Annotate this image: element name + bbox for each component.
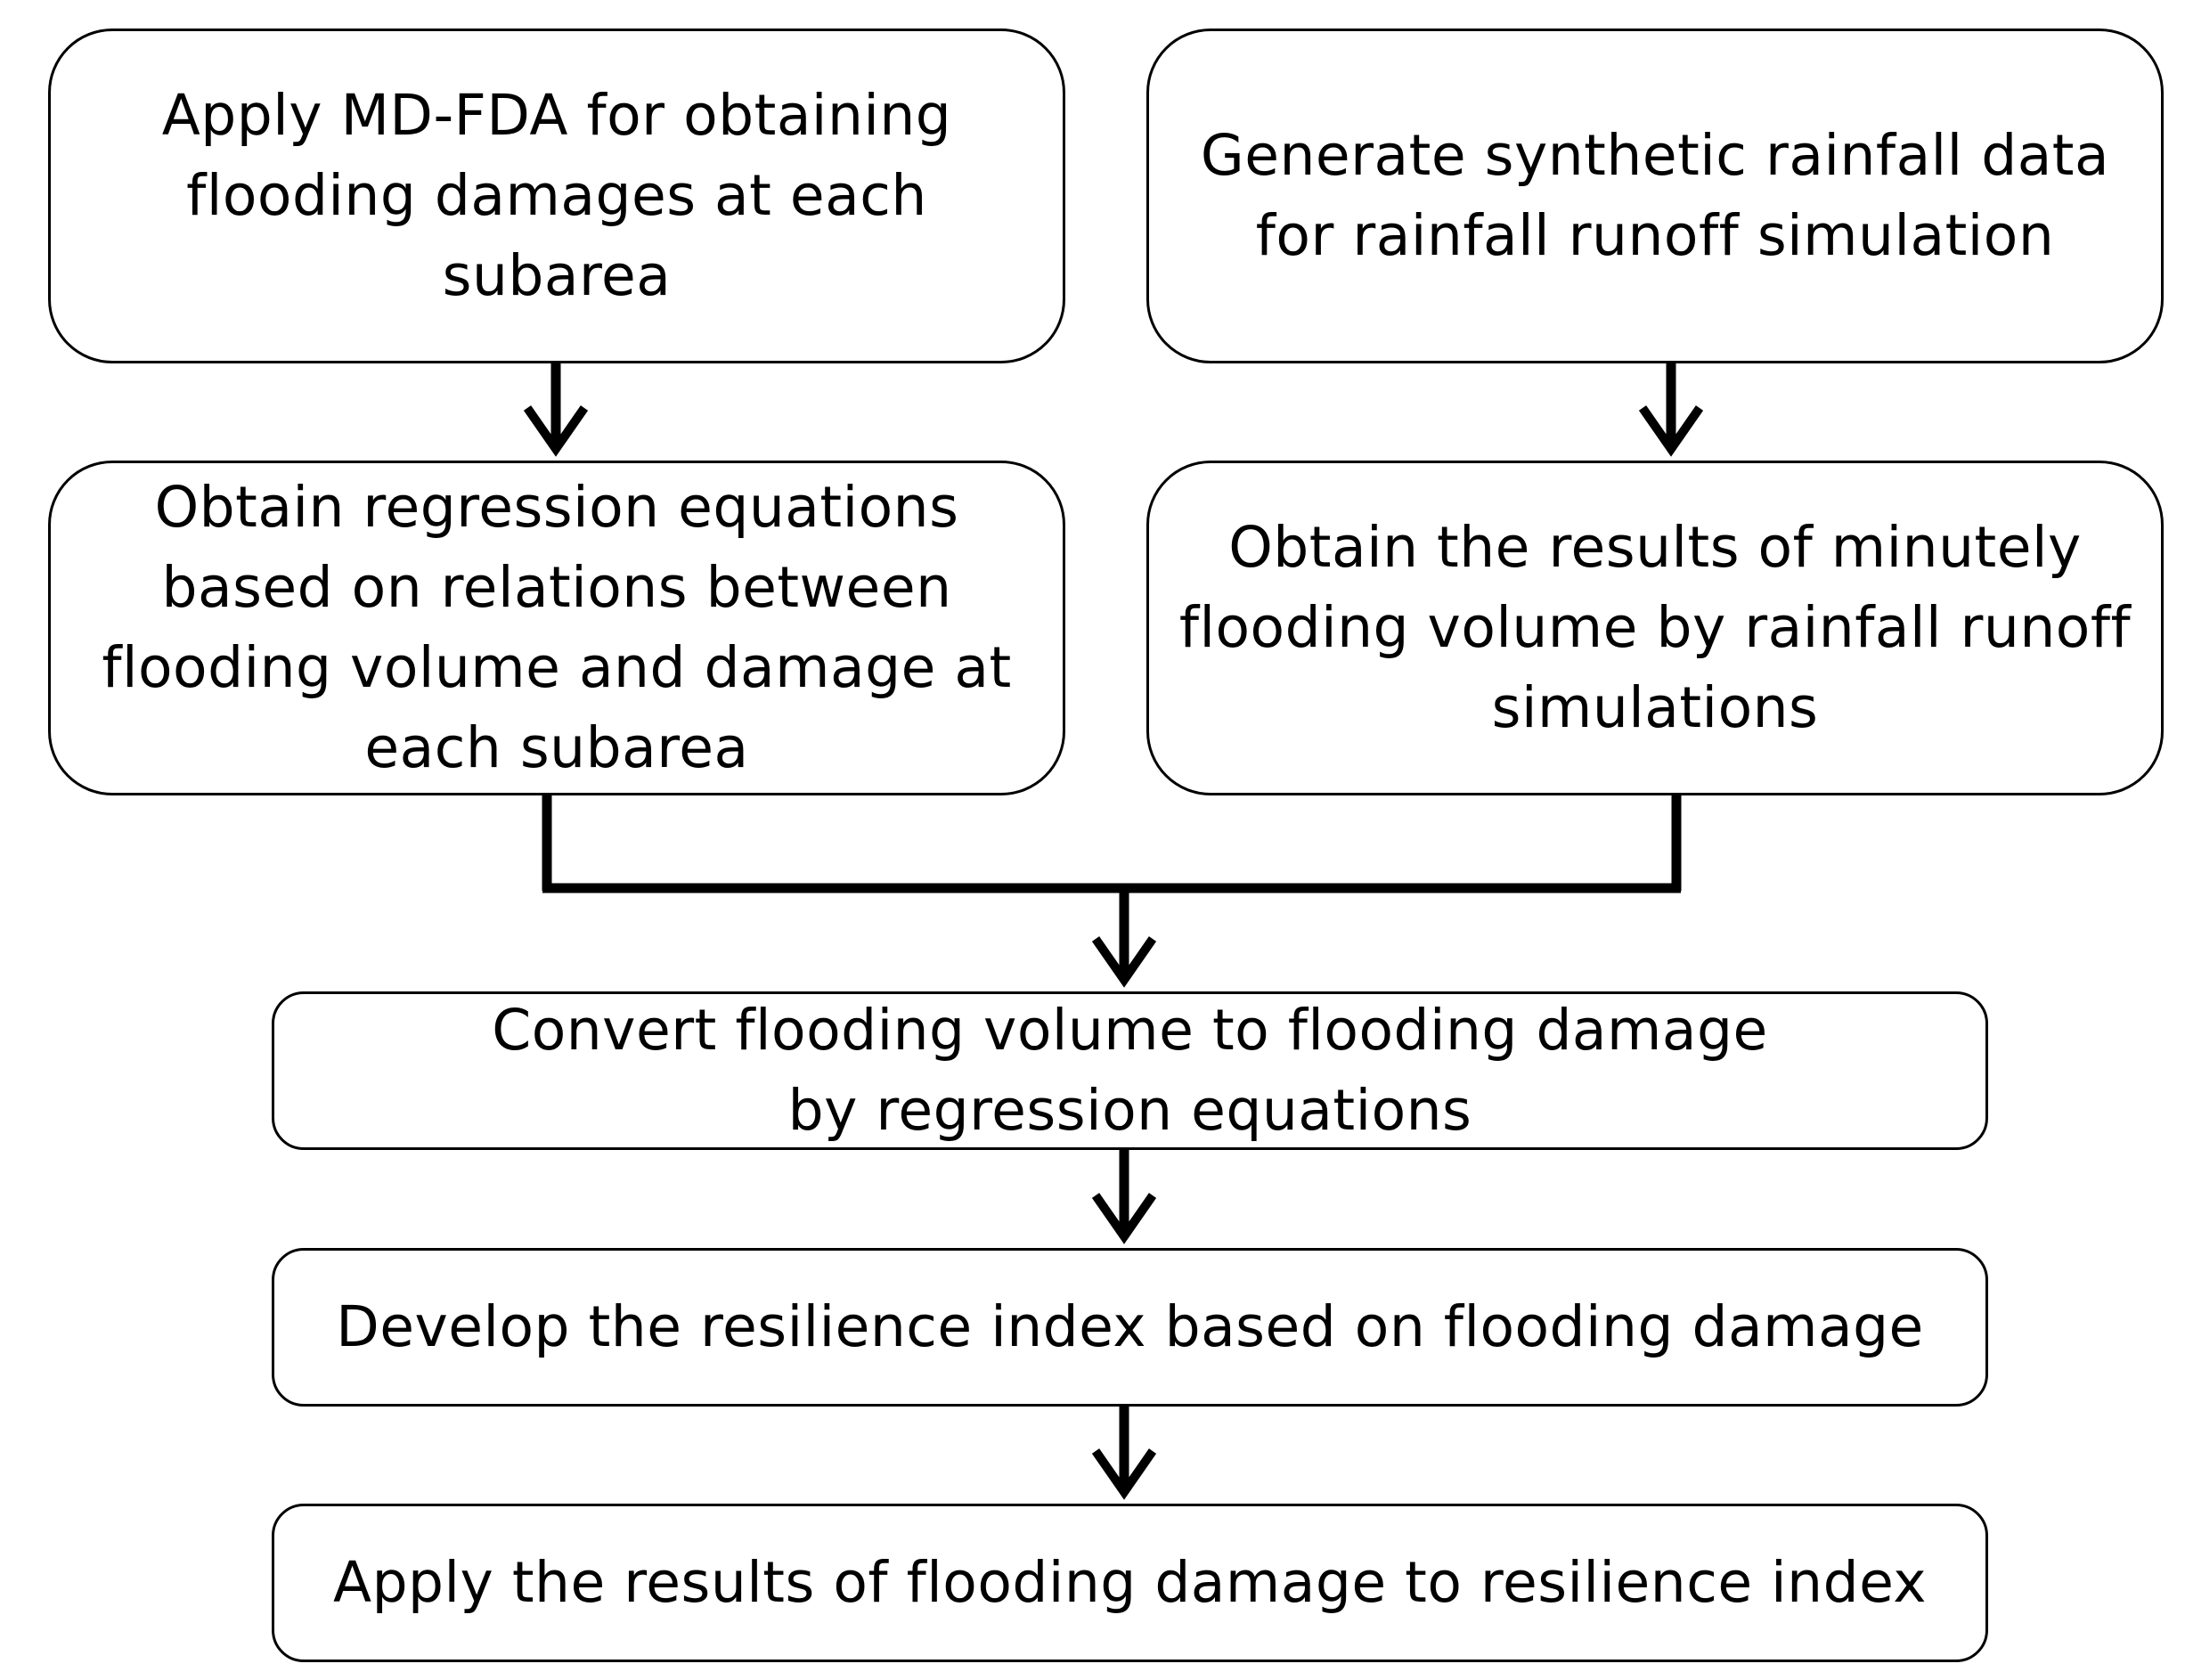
arrowhead-left-top <box>523 405 589 457</box>
step-convert-flooding-volume: Convert flooding volume to flooding dama… <box>272 991 1988 1150</box>
step-apply-results-to-index: Apply the results of flooding damage to … <box>272 1504 1988 1662</box>
step-obtain-regression-equations-text: Obtain regression equations based on rel… <box>102 475 1012 780</box>
step-obtain-regression-equations: Obtain regression equations based on rel… <box>48 461 1065 795</box>
arrowhead-merge <box>1091 936 1157 988</box>
arrowhead-develop <box>1091 1448 1157 1500</box>
arrowhead-convert <box>1091 1193 1157 1244</box>
step-apply-results-to-index-text: Apply the results of flooding damage to … <box>332 1550 1928 1615</box>
step-obtain-minutely-flooding-volume: Obtain the results of minutely flooding … <box>1146 461 2164 795</box>
step-develop-resilience-index: Develop the resilience index based on fl… <box>272 1248 1988 1407</box>
step-convert-flooding-volume-text: Convert flooding volume to flooding dama… <box>492 998 1768 1143</box>
step-apply-md-fda-text: Apply MD-FDA for obtaining flooding dama… <box>161 83 952 308</box>
step-generate-synthetic-rainfall: Generate synthetic rainfall data for rai… <box>1146 29 2164 363</box>
arrowhead-right-top <box>1638 405 1704 457</box>
step-generate-synthetic-rainfall-text: Generate synthetic rainfall data for rai… <box>1200 123 2110 268</box>
step-obtain-minutely-flooding-volume-text: Obtain the results of minutely flooding … <box>1178 515 2132 740</box>
step-develop-resilience-index-text: Develop the resilience index based on fl… <box>336 1294 1924 1359</box>
step-apply-md-fda: Apply MD-FDA for obtaining flooding dama… <box>48 29 1065 363</box>
